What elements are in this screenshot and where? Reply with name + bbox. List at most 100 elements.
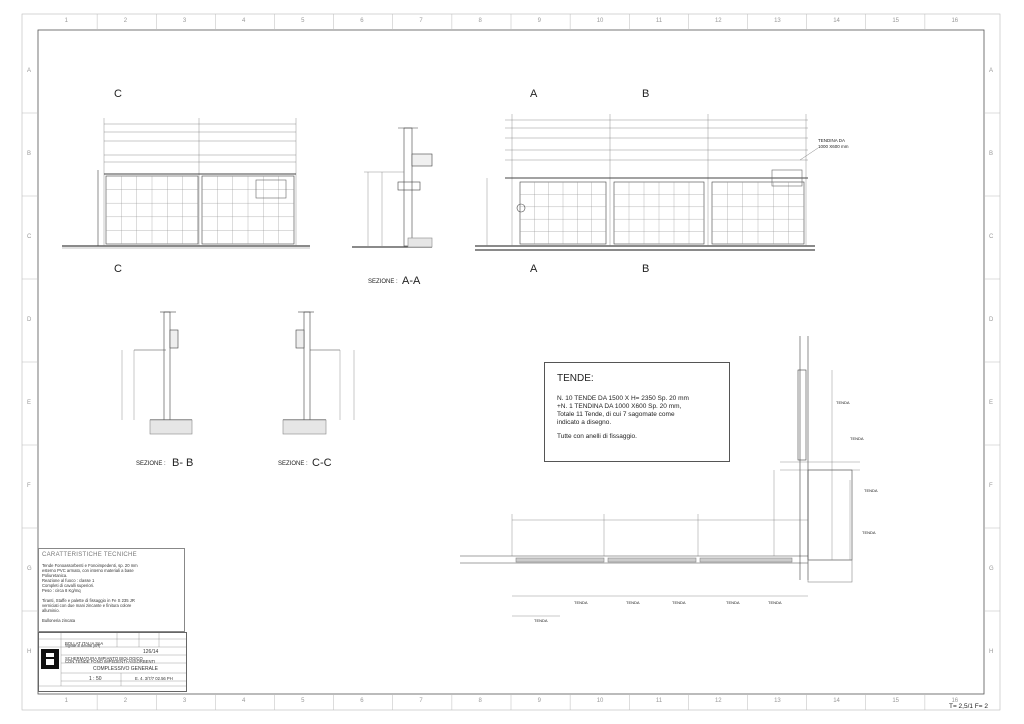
marker-c-top: C — [114, 88, 122, 100]
tb-description: COMPLESSIVO GENERALE — [93, 666, 159, 672]
section-c-c-title: C-C — [312, 457, 332, 469]
frame-column-label: 11 — [655, 18, 663, 24]
marker-b-bottom: B — [642, 263, 650, 275]
tb-drawing-number: 126/14 — [143, 649, 159, 655]
marker-a-bottom: A — [530, 263, 538, 275]
frame-column-label: 5 — [301, 698, 305, 704]
frame-row-label: G — [27, 565, 32, 572]
frame-row-label: C — [27, 233, 32, 240]
section-c-c-drawing — [282, 311, 355, 435]
tb-date: E. 4. 3/7/7 02.56 PH — [135, 676, 173, 681]
frame-column-label: 1 — [64, 698, 68, 704]
tendina-size: 1000 X600 mm — [818, 144, 849, 149]
frame-row-label: F — [27, 482, 31, 489]
frame-column-label: 10 — [596, 698, 604, 704]
frame-row-label: G — [989, 565, 994, 572]
title-block: BOLLAT ITALIA SpA Vignate di Brindisi (B… — [38, 632, 187, 692]
frame-row-label: H — [27, 648, 32, 655]
company-logo-icon — [41, 649, 59, 669]
frame-column-label: 8 — [478, 18, 482, 24]
tenda-label: TENDA — [726, 600, 740, 605]
frame-row-label: A — [27, 67, 32, 74]
frame-column-label: 15 — [892, 698, 899, 704]
spec-line: Peso : circa 8 Kg/mq — [42, 588, 81, 593]
section-c-c-prefix: SEZIONE : — [278, 461, 308, 467]
technical-specs-box: CARATTERISTICHE TECNICHE Tende Fonoassor… — [38, 548, 185, 632]
frame-column-label: 13 — [774, 698, 781, 704]
tendina-label: TENDINA DA — [818, 138, 846, 143]
spec-line: verniciati con due mani zincante e finit… — [42, 603, 132, 608]
frame-row-label: E — [27, 399, 32, 406]
frame-row-label: D — [989, 316, 994, 323]
marker-c-bottom: C — [114, 263, 122, 275]
tenda-label: TENDA — [672, 600, 686, 605]
frame-row-label: H — [989, 648, 994, 655]
frame-column-label: 7 — [419, 698, 423, 704]
tende-note-line: Tutte con anelli di fissaggio. — [557, 433, 637, 440]
tenda-label: TENDA — [574, 600, 588, 605]
frame-row-label: D — [27, 316, 32, 323]
frame-column-label: 16 — [951, 698, 959, 704]
section-a-a-drawing — [352, 127, 433, 248]
frame-column-label: 4 — [241, 698, 246, 704]
tb-scale: 1 : 50 — [89, 676, 102, 682]
sheet-info: T= 2,5/1 F= 2 — [948, 703, 988, 710]
section-a-a-prefix: SEZIONE : — [368, 279, 398, 285]
spec-line: alluminio. — [42, 608, 60, 613]
tb-client: BOLLAT ITALIA SpA — [65, 641, 104, 646]
frame-column-label: 1 — [64, 18, 68, 24]
section-b-b-title: B- B — [172, 457, 194, 469]
section-b-b-prefix: SEZIONE : — [136, 461, 166, 467]
spec-line: Bulloneria zincata — [42, 618, 76, 623]
spec-line: Reazione al fuoco : classe 1 — [42, 578, 95, 583]
frame-column-label: 11 — [655, 698, 663, 704]
frame-row-label: F — [989, 482, 993, 489]
spec-line: Tende Fonoassorbenti e Fonoimpedenti, sp… — [42, 563, 138, 568]
frame-column-label: 6 — [360, 18, 364, 24]
frame-column-label: 9 — [537, 18, 541, 24]
frame-column-label: 8 — [478, 698, 482, 704]
section-b-b-drawing — [121, 311, 193, 435]
elevation-c — [62, 118, 310, 249]
technical-specs-title: CARATTERISTICHE TECNICHE — [42, 552, 137, 558]
frame-column-label: 13 — [774, 18, 781, 24]
elevation-a-b — [475, 114, 819, 251]
tende-note-line: indicato a disegno. — [557, 419, 612, 426]
tenda-label: TENDA — [626, 600, 640, 605]
frame-row-label: A — [989, 67, 994, 74]
spec-line: esterno PVC armato, con interno material… — [42, 568, 134, 573]
frame-column-label: 5 — [301, 18, 305, 24]
frame-row-label: B — [27, 150, 32, 157]
tende-notes-box: TENDE: N. 10 TENDE DA 1500 X H= 2350 Sp.… — [544, 362, 730, 462]
frame-column-label: 3 — [182, 698, 187, 704]
tenda-label: TENDA — [864, 488, 878, 493]
tb-client-address: Vignate di Brindisi (BR) — [65, 643, 100, 648]
spec-line: Tiranti, Staffe e palette di fissaggio i… — [42, 598, 135, 603]
frame-column-label: 12 — [714, 18, 722, 24]
tende-notes-title: TENDE: — [557, 373, 594, 384]
tenda-label: TENDA — [862, 530, 876, 535]
marker-b-top: B — [642, 88, 650, 100]
tende-note-line: +N. 1 TENDINA DA 1000 X600 Sp. 20 mm, — [557, 403, 682, 410]
frame-column-label: 10 — [596, 18, 604, 24]
frame-column-label: 16 — [951, 18, 959, 24]
frame-column-label: 15 — [892, 18, 899, 24]
frame-column-label: 9 — [537, 698, 541, 704]
frame-column-label: 14 — [833, 18, 840, 24]
frame-row-label: E — [989, 399, 994, 406]
tb-subject-line-2: CON TENDE FONO IMPEDENTI-ASSORBENTI — [65, 659, 156, 664]
marker-a-top: A — [530, 88, 538, 100]
tenda-label: TENDA — [850, 436, 864, 441]
tende-note-line: Totale 11 Tende, di cui 7 sagomate come — [557, 411, 675, 418]
frame-row-label: B — [989, 150, 994, 157]
tenda-label: TENDA — [534, 618, 548, 623]
frame-row-label: C — [989, 233, 994, 240]
tb-subject-line-1: SCHERMATURA IMPIANTO BIOLOGICO — [65, 656, 143, 661]
frame-column-label: 12 — [714, 698, 722, 704]
spec-line: Poliuretanica. — [42, 573, 68, 578]
frame-column-label: 2 — [123, 698, 128, 704]
frame-column-label: 6 — [360, 698, 364, 704]
plan-view — [460, 336, 860, 617]
section-a-a-title: A-A — [402, 275, 421, 287]
